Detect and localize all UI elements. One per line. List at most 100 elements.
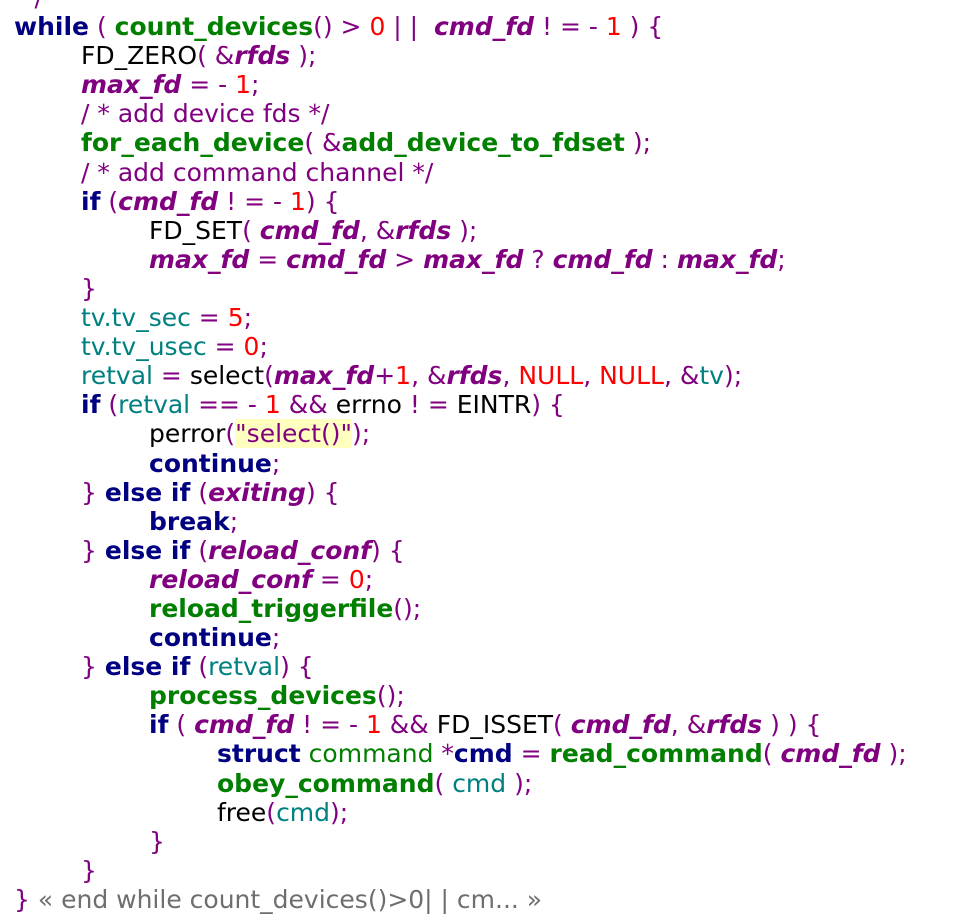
code-token: tv.tv_sec [81,303,191,333]
code-token: = [206,332,244,362]
code-token: > [386,244,424,274]
code-line[interactable]: for_each_device( &add_device_to_fdset ); [14,128,907,157]
code-token: 1 [365,710,382,740]
code-token: , & [663,361,700,391]
code-line[interactable]: reload_conf = 0; [14,565,907,594]
code-token: tv.tv_usec [81,332,207,362]
code-token: errno [335,390,402,420]
code-token: ; [243,303,253,333]
code-token: cmd_fd [259,215,360,245]
code-token: cmd_fd [570,710,671,740]
code-token: rfds [706,710,763,740]
code-token: * [441,739,454,769]
code-token: exiting [208,477,306,507]
code-line[interactable]: FD_ZERO( &rfds ); [14,41,907,70]
code-line[interactable]: } [14,827,907,856]
code-token: ; [777,244,786,274]
code-token: / * add command channel */ [81,157,434,187]
code-line[interactable]: break; [14,507,907,536]
code-token: 1 [235,70,252,100]
code-line[interactable]: process_devices(); [14,681,907,710]
code-line[interactable]: / * add device fds */ [14,99,907,128]
code-token: ! = - [218,186,290,216]
code-token: cmd [452,768,507,798]
code-line[interactable]: } else if (reload_conf) { [14,536,907,565]
code-editor[interactable]: */while ( count_devices() > 0 | | cmd_fd… [14,0,907,914]
code-token: 1 [289,186,306,216]
code-token: max_fd [676,244,778,274]
code-line[interactable]: if (cmd_fd ! = - 1) { [14,187,907,216]
code-token: ) { [621,12,664,42]
code-token: } [81,855,97,885]
code-token: ( [266,797,277,827]
code-token: + [374,361,396,391]
code-line[interactable]: continue; [14,449,907,478]
code-token: ( [190,652,209,682]
code-line[interactable]: struct command *cmd = read_command( cmd_… [14,739,907,768]
code-token: () > [313,12,370,42]
code-token: ; [251,70,260,100]
code-token: tv [699,361,724,391]
code-token: } [81,477,105,507]
code-line[interactable]: max_fd = cmd_fd > max_fd ? cmd_fd : max_… [14,245,907,274]
code-token: command [300,739,442,769]
code-line[interactable]: free(cmd); [14,798,907,827]
code-token: ( [553,710,571,740]
code-token: ); [451,215,478,245]
code-token: ; [259,332,268,362]
code-token: ); [624,128,651,158]
code-line[interactable]: max_fd = - 1; [14,70,907,99]
code-token: for_each_device [81,128,305,158]
code-token: perror [149,419,226,449]
code-line[interactable]: FD_SET( cmd_fd, &rfds ); [14,216,907,245]
code-line[interactable]: tv.tv_sec = 5; [14,303,907,332]
code-token: */ [14,0,43,12]
code-line[interactable]: retval = select(max_fd+1, &rfds, NULL, N… [14,361,907,390]
code-token: = [249,244,287,274]
code-line[interactable]: */ [14,0,907,12]
code-line[interactable]: } [14,856,907,885]
code-line[interactable]: } « end while count_devices()>0| | cm...… [14,885,907,914]
code-token: max_fd [149,244,250,274]
code-line[interactable]: tv.tv_usec = 0; [14,332,907,361]
code-token: struct [217,739,301,769]
code-line[interactable]: if (retval == - 1 && errno ! = EINTR) { [14,390,907,419]
code-token: ); [880,739,907,769]
code-token: } [14,884,30,914]
code-token: ( [762,739,781,769]
code-token: ? [523,244,553,274]
code-token: } [81,273,97,303]
code-token: FD_ZERO [81,41,198,71]
code-token: FD_SET [149,215,243,245]
code-token: , & [411,361,447,391]
code-token: } [81,652,105,682]
code-line[interactable]: } [14,274,907,303]
code-token: continue [149,623,272,653]
code-token: if [149,710,169,740]
code-token: 1 [395,361,412,391]
code-token: ); [723,361,743,391]
code-token: ); [506,768,533,798]
code-line[interactable]: if ( cmd_fd ! = - 1 && FD_ISSET( cmd_fd,… [14,710,907,739]
code-line[interactable]: obey_command( cmd ); [14,769,907,798]
code-token: ; [364,564,374,594]
code-token: free [217,797,267,827]
code-line[interactable]: continue; [14,623,907,652]
code-token: ( [100,390,119,420]
code-token: (); [376,681,405,711]
code-line[interactable]: } else if (exiting) { [14,478,907,507]
code-token: ; [229,506,239,536]
code-token: NULL [518,361,584,391]
code-token: 1 [605,12,622,42]
code-line[interactable]: while ( count_devices() > 0 | | cmd_fd !… [14,12,907,41]
code-line[interactable]: } else if (retval) { [14,652,907,681]
code-token: else if [104,535,191,565]
code-line[interactable]: / * add command channel */ [14,158,907,187]
code-token: ( [190,535,209,565]
code-token: « end while count_devices()>0| | cm... » [29,884,543,914]
code-line[interactable]: perror("select()"); [14,419,907,449]
code-token: retval [118,390,191,420]
code-token: rfds [234,41,291,71]
code-line[interactable]: reload_triggerfile(); [14,594,907,623]
code-token: cmd_fd [552,244,653,274]
